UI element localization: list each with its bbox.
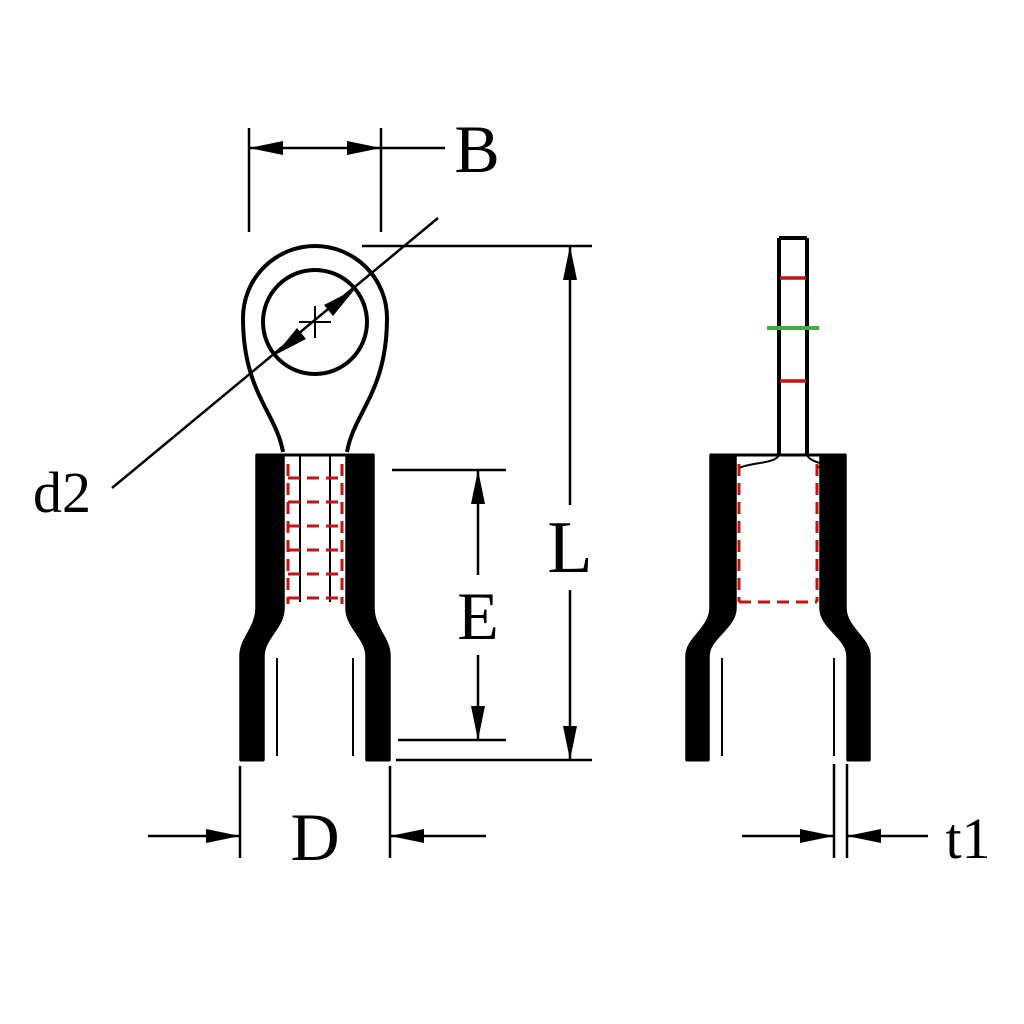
arrowhead-right bbox=[800, 829, 834, 843]
dimension-d: D bbox=[148, 766, 486, 875]
side-view bbox=[685, 236, 871, 762]
leader-line bbox=[111, 217, 439, 489]
dimension-t1-label: t1 bbox=[945, 806, 990, 871]
funnel-curve-right bbox=[806, 454, 823, 469]
arrowhead-down bbox=[471, 706, 485, 740]
dimension-b: B bbox=[247, 111, 500, 232]
dimension-l: L bbox=[362, 244, 593, 762]
funnel-curve-left bbox=[738, 454, 780, 469]
arrowhead-down bbox=[563, 726, 577, 760]
side-hidden-red bbox=[737, 464, 819, 604]
arrowhead-up bbox=[563, 246, 577, 280]
dimension-d2: d2 bbox=[33, 217, 439, 525]
dimension-e: E bbox=[392, 468, 506, 742]
crimp-hatch-red bbox=[286, 464, 344, 604]
dimension-b-label: B bbox=[454, 111, 499, 187]
arrowhead-left bbox=[847, 829, 881, 843]
ring-hole bbox=[261, 268, 369, 376]
dimension-d-label: D bbox=[290, 799, 339, 875]
dimension-l-label: L bbox=[547, 507, 592, 589]
arrowhead-left bbox=[390, 829, 424, 843]
dimension-e-label: E bbox=[457, 578, 499, 654]
front-view bbox=[239, 244, 391, 762]
arrowhead-upper bbox=[324, 289, 355, 316]
ring-outline bbox=[240, 244, 390, 453]
arrowhead-up bbox=[471, 470, 485, 504]
side-barrel-wall-left bbox=[685, 454, 737, 761]
arrowhead-right bbox=[206, 829, 240, 843]
dimension-t1: t1 bbox=[742, 764, 991, 871]
arrowhead-left bbox=[249, 141, 283, 155]
tongue-marks-red bbox=[780, 276, 806, 383]
arrowhead-lower bbox=[275, 328, 306, 355]
dimension-d2-label: d2 bbox=[33, 460, 91, 525]
side-barrel-wall-right bbox=[819, 454, 871, 761]
arrowhead-right bbox=[347, 141, 381, 155]
